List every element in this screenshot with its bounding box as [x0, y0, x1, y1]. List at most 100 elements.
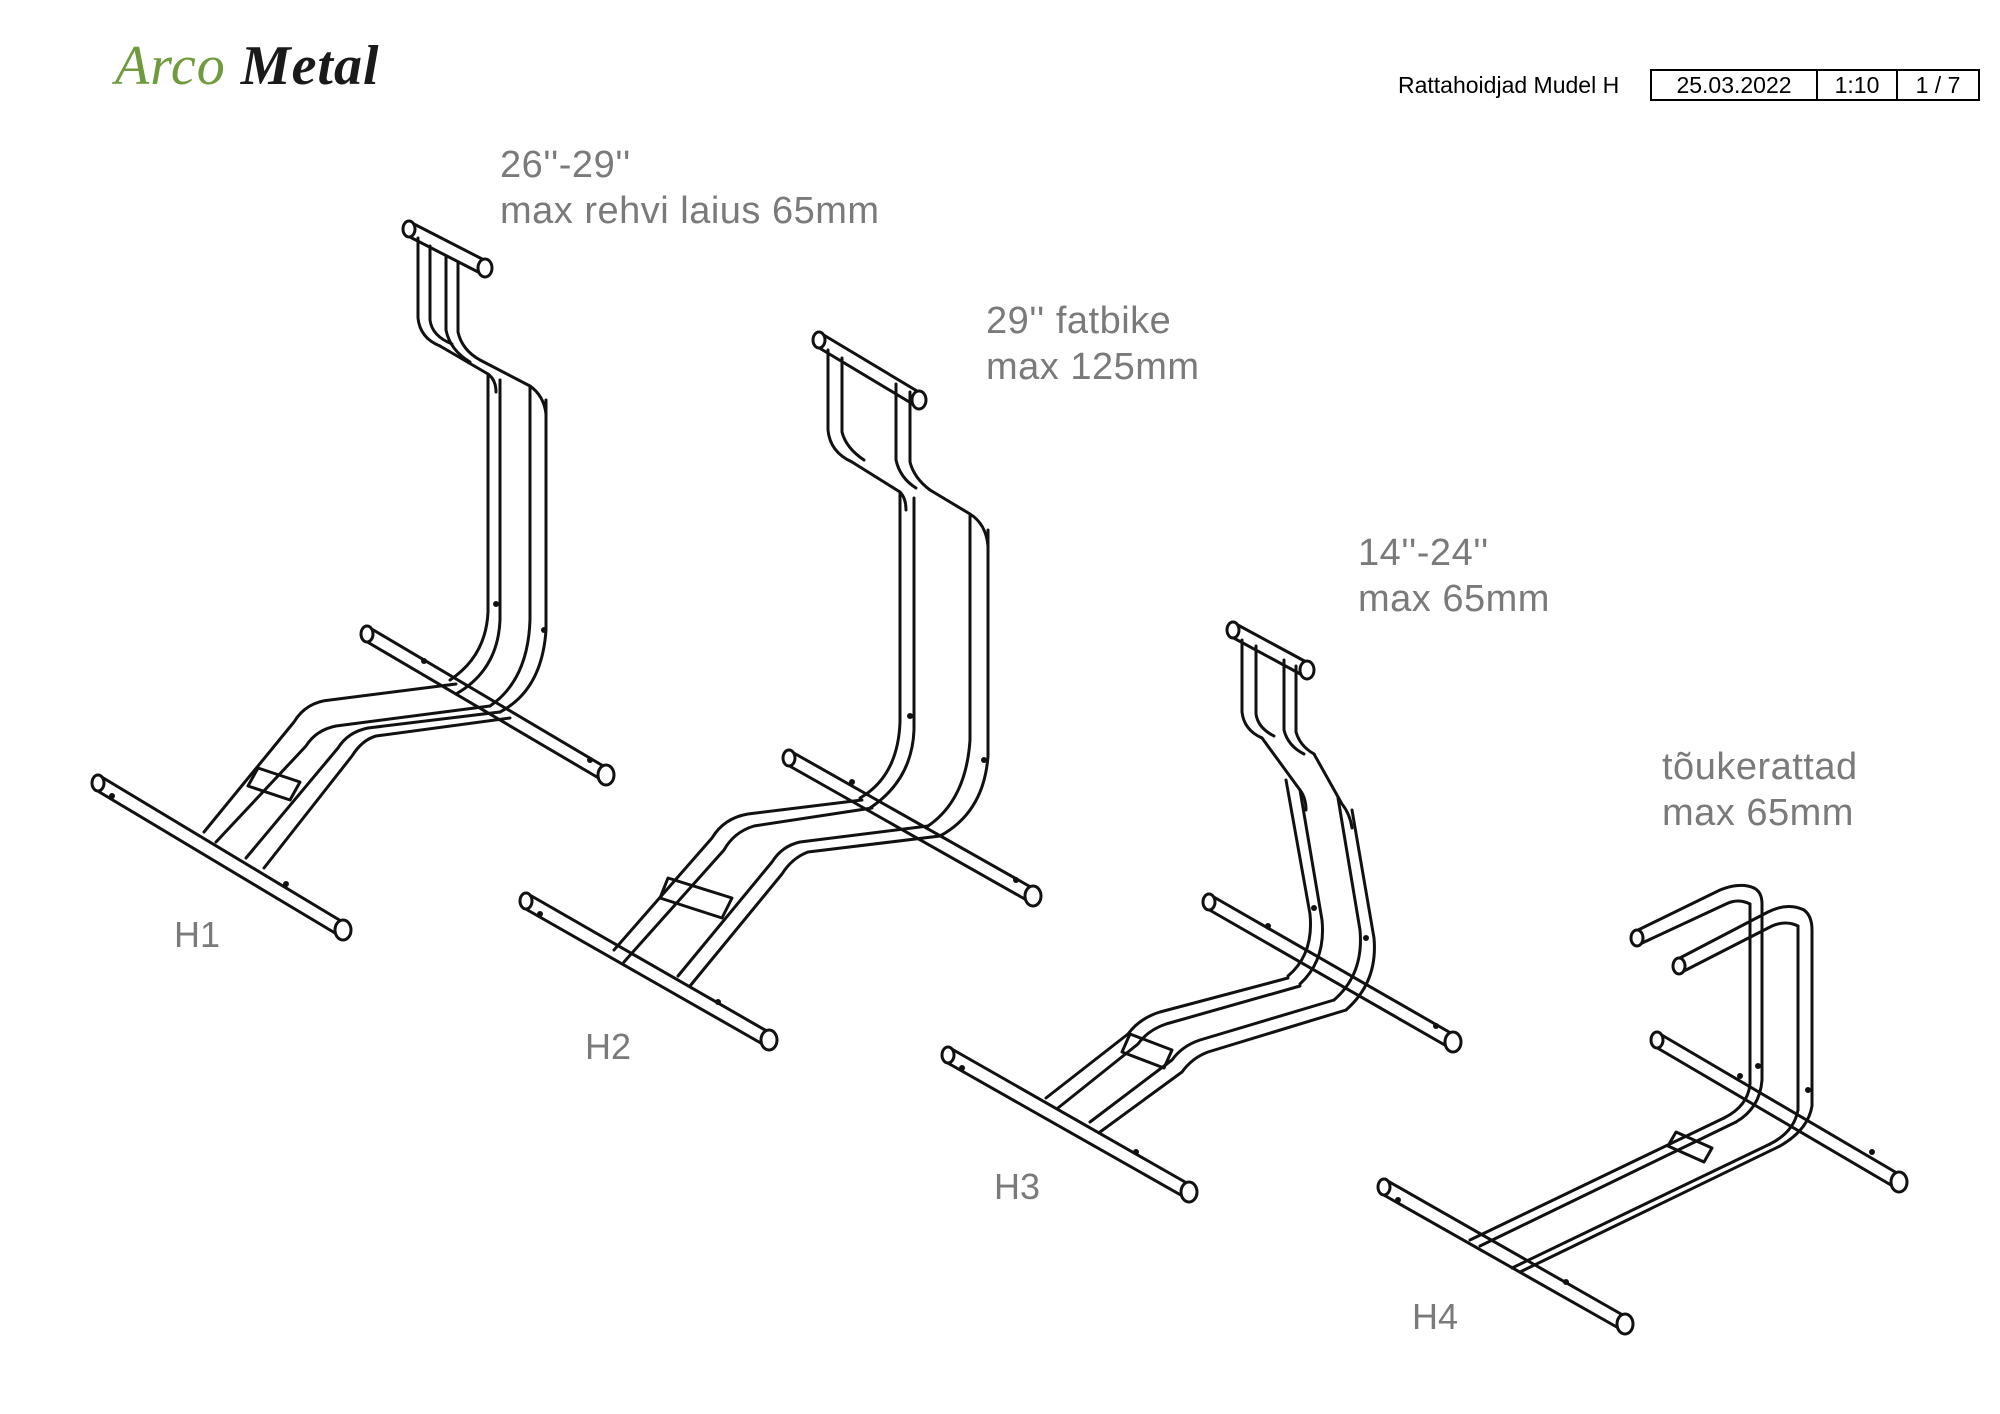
h2-back-crossbar — [784, 750, 1038, 904]
h2-hole — [1013, 877, 1019, 883]
h3-lower-rails — [1044, 976, 1348, 1134]
h2-back-bar-end — [1023, 884, 1043, 908]
h4-handle-arms — [1632, 883, 1806, 974]
logo-word-metal: Metal — [240, 35, 380, 97]
h3-wheel-stop — [1120, 1032, 1174, 1070]
note-h2-line2: max 125mm — [986, 346, 1200, 388]
h1-hole — [283, 881, 289, 887]
h4-hole — [1563, 1279, 1569, 1285]
h3-hole — [1433, 1023, 1439, 1029]
h2-front-bar-end — [759, 1028, 779, 1052]
drawing-title: Rattahoidjad Mudel H — [1398, 72, 1620, 98]
h4-back-bar-end-left — [1649, 1030, 1665, 1050]
h1-back-crossbar — [362, 626, 612, 782]
h4-back-crossbar — [1652, 1032, 1904, 1190]
note-h4-line2: max 65mm — [1662, 792, 1854, 834]
logo-word-arco: Arco — [115, 35, 226, 97]
h2-back-bar-end-left — [781, 748, 797, 768]
h2-uprights — [858, 490, 990, 838]
h3-hole — [1363, 935, 1369, 941]
h4-hole — [1395, 1197, 1401, 1203]
h2-upper-bars — [826, 348, 932, 492]
h1-front-crossbar — [94, 774, 348, 938]
h2-hole — [715, 999, 721, 1005]
h4-arm-end — [1629, 928, 1645, 948]
h4-hole — [1755, 1063, 1761, 1069]
label-h3: H3 — [994, 1166, 1041, 1207]
h1-hole — [587, 757, 593, 763]
h1-hole — [421, 658, 427, 664]
h1-back-bar-end — [596, 763, 616, 787]
h4-hole — [1869, 1149, 1875, 1155]
h1-hole — [109, 793, 115, 799]
h3-front-bar-end-left — [940, 1045, 956, 1065]
h2-hole — [981, 757, 987, 763]
h3-front-bar-end — [1179, 1180, 1199, 1204]
h1-hole — [493, 601, 499, 607]
company-logo: Arco Metal — [115, 34, 380, 98]
h1-back-bar-end-left — [359, 624, 375, 644]
note-h2: 29'' fatbike max 125mm — [986, 298, 1200, 390]
h2-lower-rails — [612, 798, 942, 988]
h4-wheel-stop — [1666, 1130, 1714, 1164]
rack-h1-drawing — [90, 219, 616, 942]
h1-hole — [541, 627, 547, 633]
note-h2-line1: 29'' fatbike — [986, 300, 1172, 342]
h3-hole — [959, 1065, 965, 1071]
rack-h4-drawing — [1376, 883, 1909, 1336]
h2-front-crossbar — [522, 892, 774, 1048]
h1-uprights — [448, 372, 548, 714]
h3-back-bar-end-left — [1201, 892, 1217, 912]
h2-hole — [907, 713, 913, 719]
rack-h2-drawing — [518, 330, 1043, 1052]
h4-uprights — [1722, 886, 1814, 1148]
h3-hole — [1265, 923, 1271, 929]
h2-front-bar-end-left — [518, 891, 534, 911]
h4-lower-rails — [1468, 1116, 1782, 1274]
h1-grip-end — [476, 257, 494, 279]
h2-wheel-stop — [658, 876, 734, 920]
title-block-date: 25.03.2022 — [1650, 69, 1818, 101]
h4-back-bar-end — [1889, 1170, 1909, 1194]
note-h1-line2: max rehvi laius 65mm — [500, 190, 880, 232]
h3-hole — [1133, 1149, 1139, 1155]
h1-front-bar-end — [333, 918, 353, 942]
note-h1: 26''-29'' max rehvi laius 65mm — [500, 142, 880, 234]
h2-grip-end — [910, 389, 928, 411]
h2-hole — [537, 911, 543, 917]
h2-grip-end-left — [811, 330, 827, 350]
note-h4: tõukerattad max 65mm — [1662, 744, 1858, 836]
note-h4-line1: tõukerattad — [1662, 746, 1858, 788]
note-h1-line1: 26''-29'' — [500, 144, 631, 186]
note-h3: 14''-24'' max 65mm — [1358, 530, 1550, 622]
h4-hole — [1805, 1087, 1811, 1093]
rack-h3-drawing — [940, 620, 1463, 1204]
h2-hole — [849, 779, 855, 785]
h3-grip-end-left — [1225, 620, 1241, 640]
h3-back-crossbar — [1204, 894, 1458, 1050]
title-block-page: 1 / 7 — [1896, 69, 1980, 101]
h1-front-bar-end-left — [90, 773, 106, 793]
label-h2: H2 — [585, 1026, 632, 1067]
h3-hole — [1311, 905, 1317, 911]
h2-top-grip — [814, 332, 924, 408]
h3-upper-bars — [1240, 638, 1316, 756]
h3-uprights — [1284, 778, 1376, 1012]
note-h3-line2: max 65mm — [1358, 578, 1550, 620]
h2-shoulder — [850, 460, 990, 548]
h4-arm-end — [1671, 956, 1687, 976]
h1-upper-bars — [416, 236, 482, 364]
h4-front-crossbar — [1380, 1178, 1630, 1332]
h4-front-bar-end-left — [1376, 1177, 1392, 1197]
h3-grip-end — [1298, 659, 1316, 681]
h4-hole — [1737, 1073, 1743, 1079]
label-h1: H1 — [174, 914, 221, 955]
label-h4: H4 — [1412, 1296, 1459, 1337]
note-h3-line1: 14''-24'' — [1358, 532, 1489, 574]
h1-wheel-stop — [246, 766, 302, 802]
h3-back-bar-end — [1443, 1030, 1463, 1054]
h1-grip-end-left — [401, 219, 417, 239]
h3-diagonal — [1260, 736, 1354, 830]
